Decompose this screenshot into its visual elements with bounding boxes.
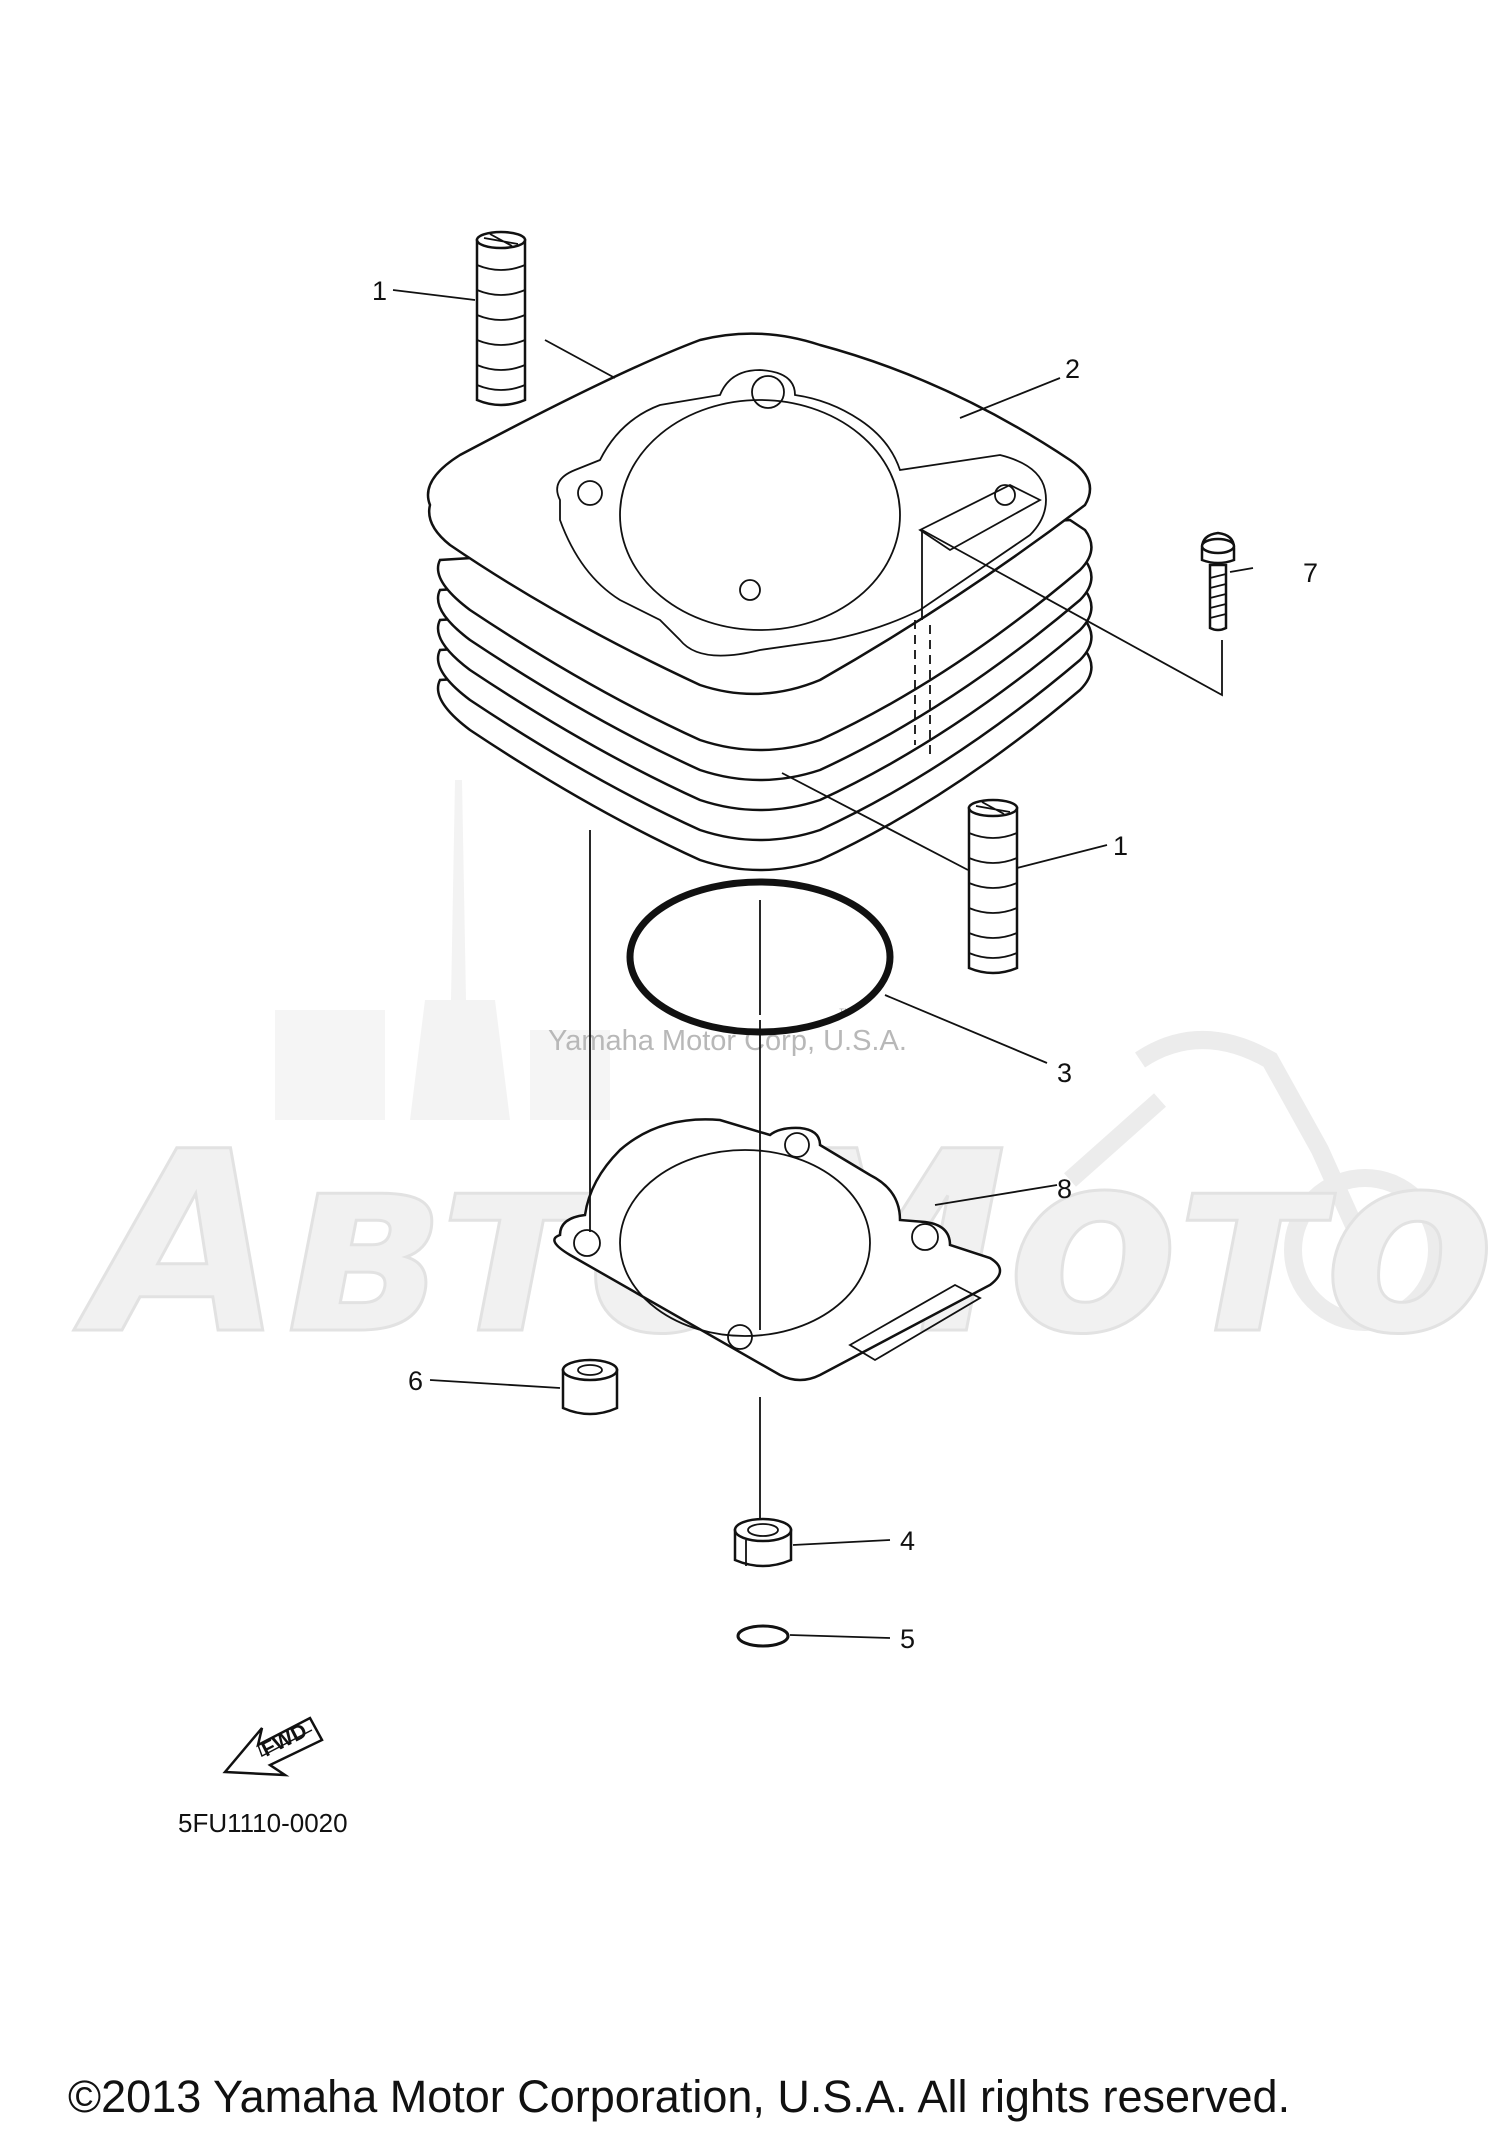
callout-8: 8: [1057, 1174, 1072, 1204]
callout-3: 3: [1057, 1058, 1072, 1088]
cylinder-gasket: [553, 1118, 1002, 1382]
fwd-arrow-icon: FWD: [222, 1716, 324, 1777]
callout-1-upper: 1: [372, 276, 387, 306]
dowel-4: [733, 1517, 793, 1568]
small-o-ring: [736, 1624, 790, 1648]
dowel-pin-upper: [475, 230, 527, 407]
bolt-7: [1200, 531, 1236, 632]
callout-4: 4: [900, 1526, 915, 1556]
dowel-pin-lower: [967, 798, 1019, 975]
callout-6: 6: [408, 1366, 423, 1396]
callout-2: 2: [1065, 354, 1080, 384]
leader-lines: [392, 289, 1254, 1639]
cylinder-block: [426, 332, 1093, 872]
callout-1-lower: 1: [1113, 831, 1128, 861]
dowel-6: [561, 1358, 619, 1416]
callout-5: 5: [900, 1624, 915, 1654]
copyright-notice: ©2013 Yamaha Motor Corporation, U.S.A. A…: [68, 2071, 1290, 2122]
diagram-code: 5FU1110-0020: [178, 1808, 348, 1838]
callout-7: 7: [1303, 558, 1318, 588]
